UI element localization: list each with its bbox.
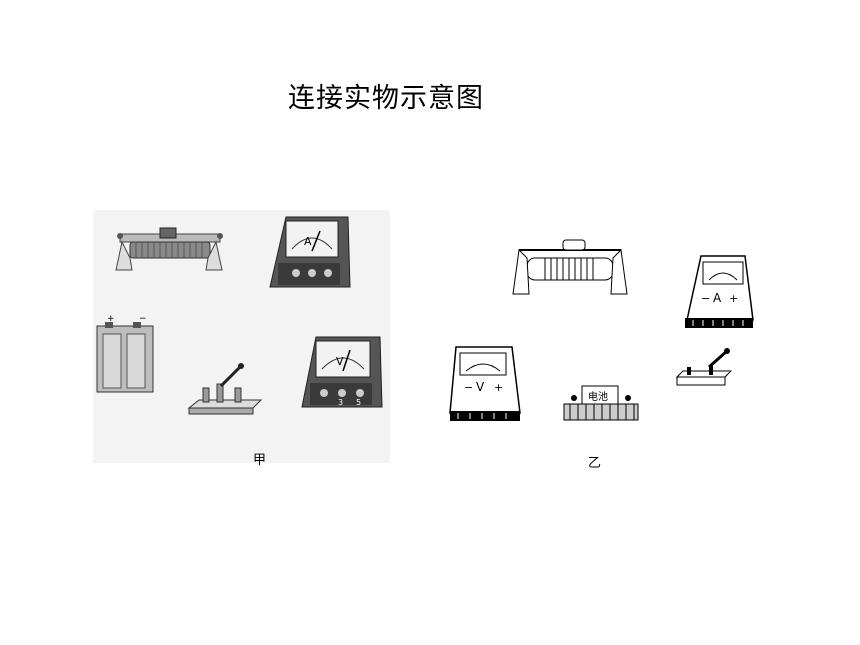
voltmeter-a-terminal-3: 3 — [338, 398, 343, 407]
ammeter-a-icon: A — [269, 216, 351, 288]
ammeter-b-minus: − — [701, 292, 710, 305]
ammeter-b-icon: A − + — [685, 255, 754, 328]
rheostat-b-icon — [512, 239, 628, 295]
ammeter-b-letter: A — [713, 291, 722, 305]
ammeter-a-letter: A — [304, 235, 312, 248]
voltmeter-b-plus: + — [494, 381, 503, 394]
battery-a-plus: + — [107, 314, 115, 324]
battery-b-label: 电池 — [588, 390, 608, 403]
page-title: 连接实物示意图 — [288, 83, 484, 114]
voltmeter-a-letter: V — [336, 355, 344, 368]
ammeter-b-plus: + — [729, 292, 738, 305]
battery-b-icon: 电池 — [563, 385, 639, 421]
voltmeter-b-letter: V — [476, 380, 485, 394]
rheostat-a-icon — [115, 227, 223, 271]
figure-b-label: 乙 — [588, 456, 602, 471]
voltmeter-a-icon: V 3 5 — [301, 336, 383, 408]
switch-b-icon — [675, 348, 733, 386]
battery-a-icon: + − — [96, 314, 154, 393]
voltmeter-b-icon: V − + — [449, 346, 521, 421]
voltmeter-a-terminal-5: 5 — [356, 398, 361, 407]
figure-a-label: 甲 — [253, 453, 267, 468]
switch-a-icon — [187, 363, 263, 415]
voltmeter-b-minus: − — [464, 381, 473, 394]
battery-a-minus: − — [139, 314, 147, 324]
